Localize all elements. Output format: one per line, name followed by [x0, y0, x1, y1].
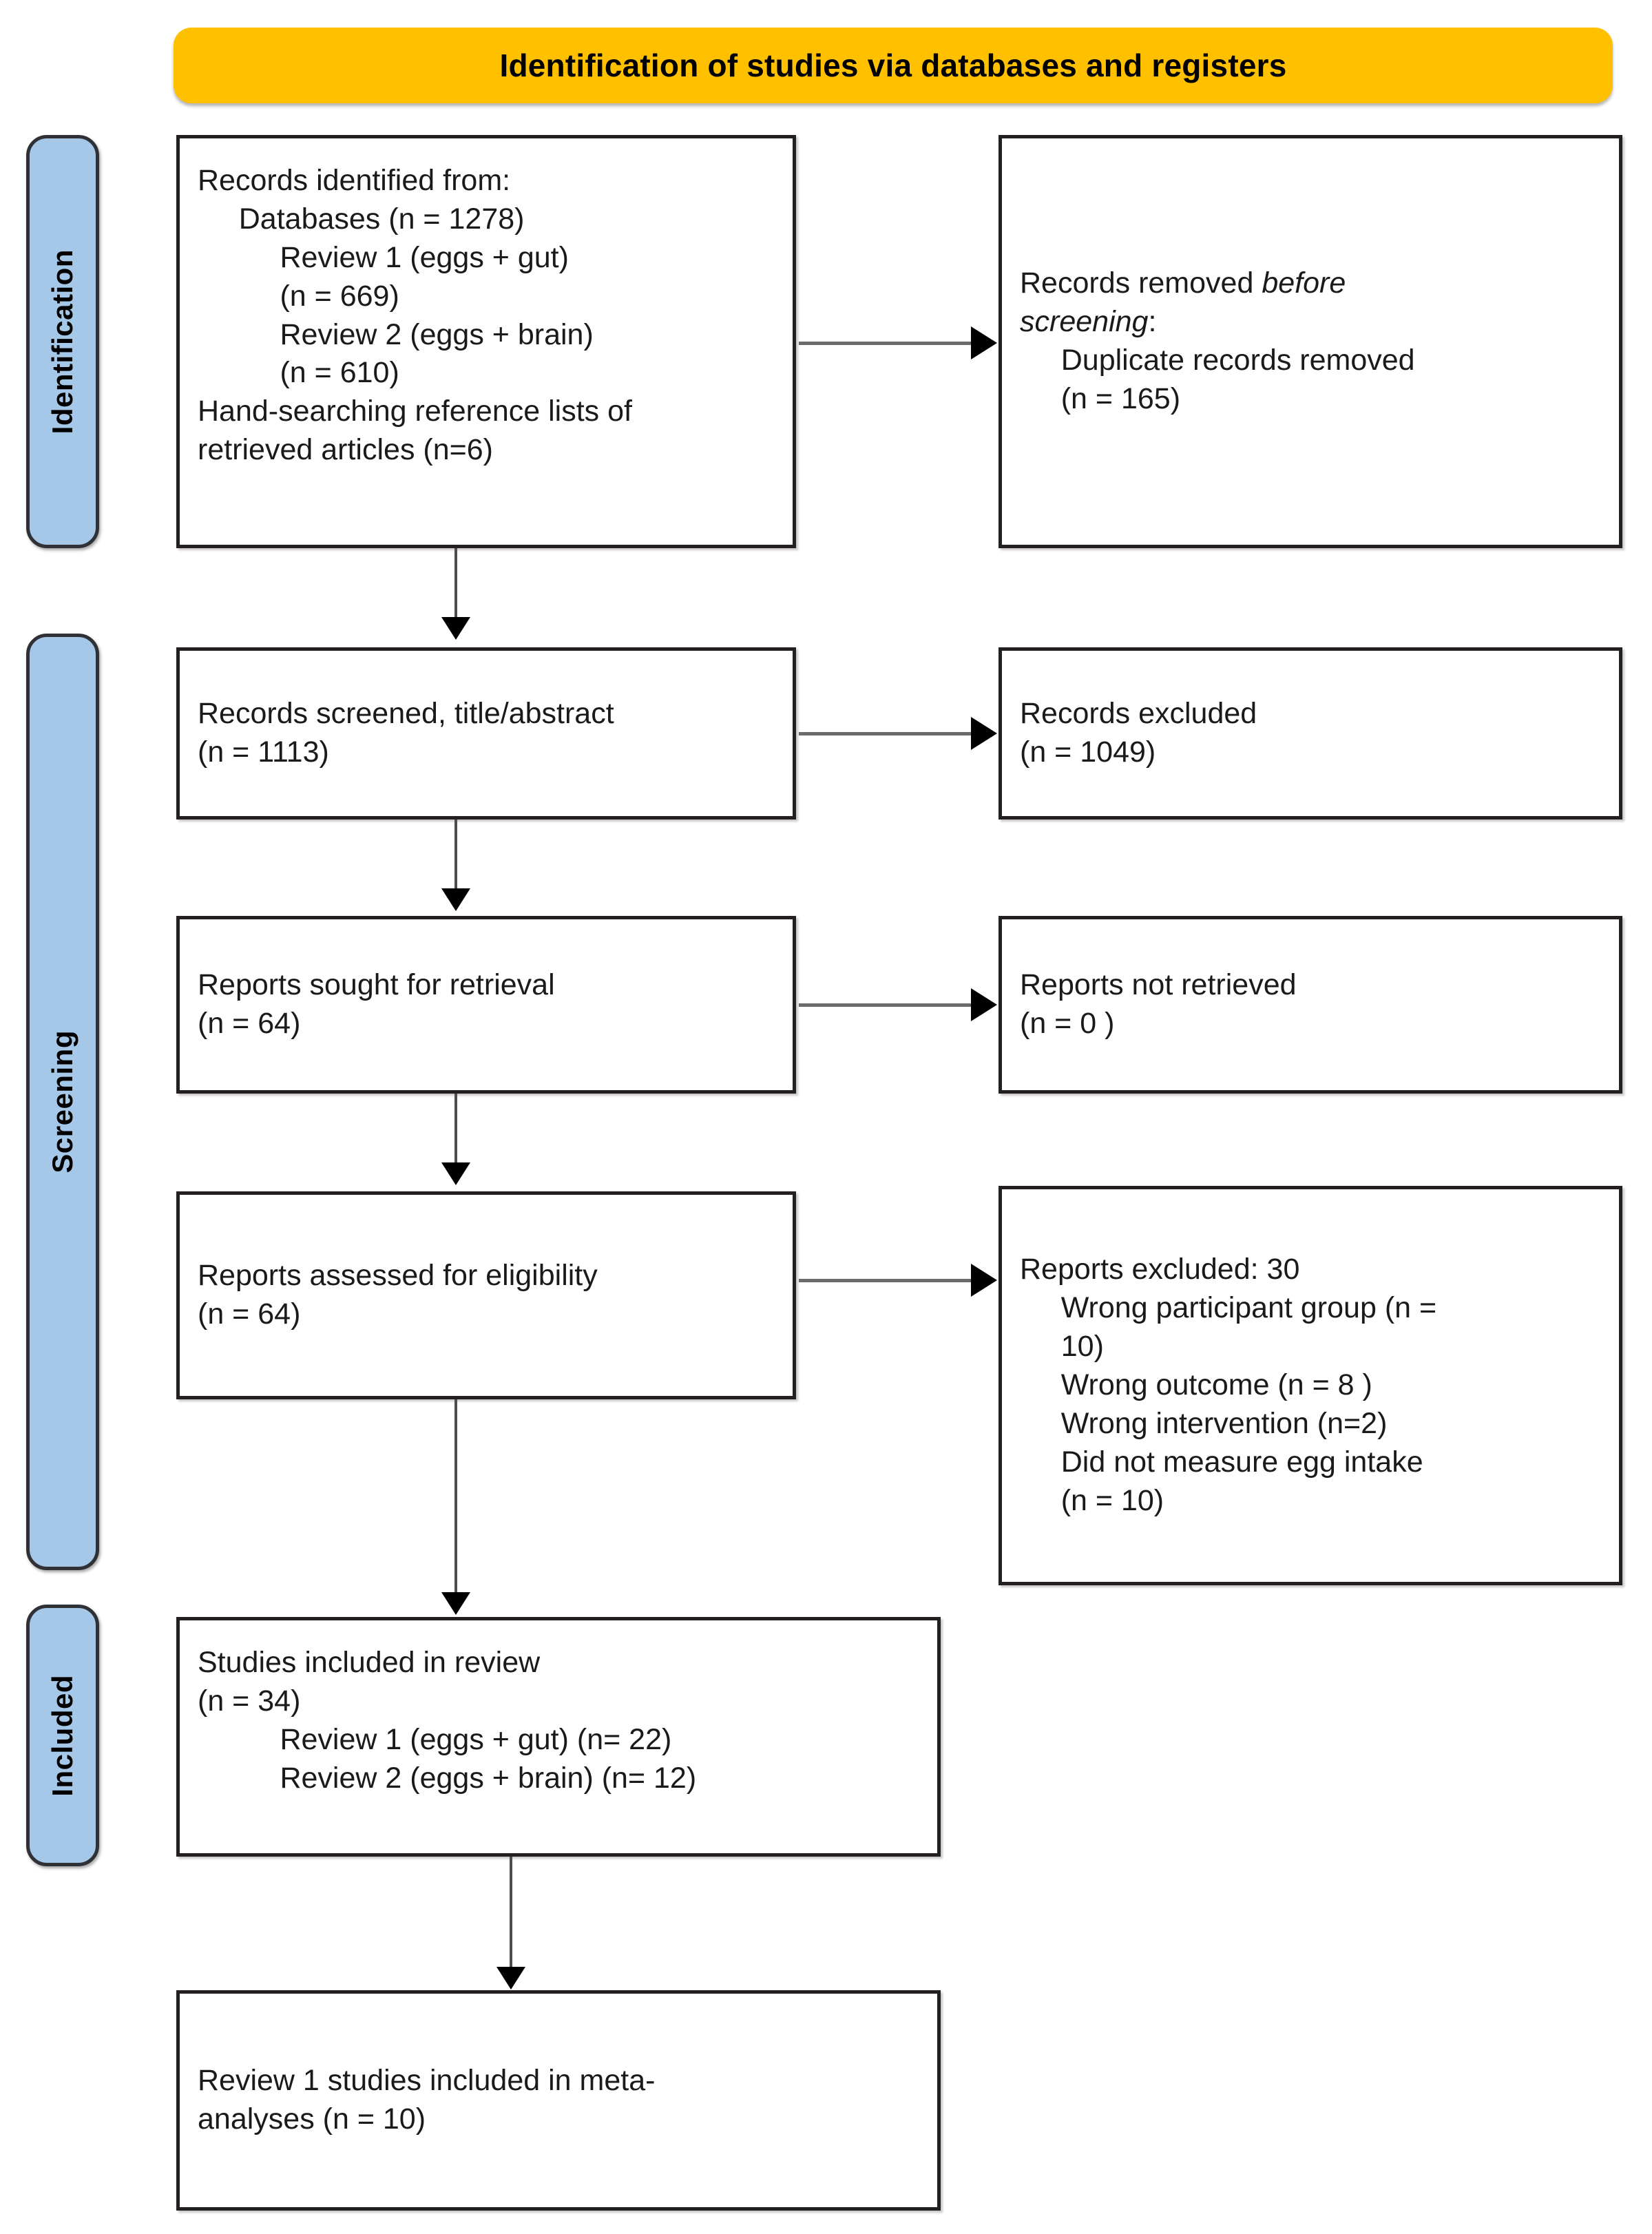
box-studies-included: Studies included in review (n = 34) Revi…: [176, 1617, 941, 1857]
stage-rail-identification-label: Identification: [46, 249, 79, 435]
box-reports-sought-text: Reports sought for retrieval (n = 64): [198, 968, 555, 1040]
stage-rail-included-label: Included: [46, 1674, 79, 1797]
box-records-identified-text: Records identified from: Databases (n = …: [198, 164, 632, 467]
box-meta-analyses: Review 1 studies included in meta- analy…: [176, 1990, 941, 2211]
connector-sought-to-not-retrieved: [799, 1003, 972, 1007]
stage-rail-screening: Screening: [26, 634, 99, 1570]
records-removed-before-italic: before: [1262, 267, 1346, 300]
box-records-screened-text: Records screened, title/abstract (n = 11…: [198, 697, 614, 769]
arrowhead-sought-to-assessed: [441, 1162, 470, 1185]
box-records-excluded-text: Records excluded (n = 1049): [1020, 697, 1257, 769]
connector-screened-to-excluded: [799, 732, 972, 735]
arrowhead-identified-to-screened: [441, 617, 470, 640]
records-removed-screening-italic: screening: [1020, 305, 1149, 339]
box-reports-sought: Reports sought for retrieval (n = 64): [176, 916, 796, 1094]
box-reports-assessed-text: Reports assessed for eligibility (n = 64…: [198, 1259, 598, 1330]
records-removed-pre: Records removed: [1020, 267, 1262, 300]
box-reports-not-retrieved: Reports not retrieved (n = 0 ): [998, 916, 1622, 1094]
phase-banner-identification: Identification of studies via databases …: [174, 28, 1613, 103]
stage-rail-screening-label: Screening: [46, 1030, 79, 1173]
arrowhead-screened-to-sought: [441, 888, 470, 911]
connector-included-to-meta: [510, 1857, 512, 1981]
connector-assessed-to-excluded: [799, 1279, 972, 1282]
phase-banner-title: Identification of studies via databases …: [499, 48, 1287, 83]
box-reports-assessed: Reports assessed for eligibility (n = 64…: [176, 1191, 796, 1399]
box-reports-not-retrieved-text: Reports not retrieved (n = 0 ): [1020, 968, 1297, 1040]
box-meta-analyses-text: Review 1 studies included in meta- analy…: [198, 2064, 656, 2136]
connector-sought-to-assessed: [454, 1094, 457, 1169]
connector-identified-to-screened: [454, 548, 457, 624]
arrowhead-assessed-to-included: [441, 1592, 470, 1615]
box-records-removed-text: Records removed before screening: Duplica…: [1002, 264, 1619, 419]
stage-rail-included: Included: [26, 1605, 99, 1866]
box-reports-excluded: Reports excluded: 30 Wrong participant g…: [998, 1186, 1622, 1585]
records-removed-rest: Duplicate records removed (n = 165): [1060, 344, 1415, 415]
arrowhead-assessed-to-excluded: [971, 1264, 997, 1297]
stage-rail-identification: Identification: [26, 135, 99, 548]
records-removed-colon: :: [1148, 305, 1157, 339]
box-reports-excluded-text: Reports excluded: 30 Wrong participant g…: [1020, 1253, 1437, 1517]
box-studies-included-text: Studies included in review (n = 34) Revi…: [198, 1646, 697, 1795]
arrowhead-identified-to-removed: [971, 326, 997, 359]
box-records-removed-before-screening: Records removed before screening: Duplica…: [998, 135, 1622, 548]
connector-identified-to-removed: [799, 342, 972, 345]
connector-screened-to-sought: [454, 820, 457, 895]
arrowhead-screened-to-excluded: [971, 717, 997, 750]
arrowhead-included-to-meta: [496, 1967, 525, 1990]
box-records-excluded: Records excluded (n = 1049): [998, 647, 1622, 820]
arrowhead-sought-to-not-retrieved: [971, 988, 997, 1021]
box-records-screened: Records screened, title/abstract (n = 11…: [176, 647, 796, 820]
box-records-identified: Records identified from: Databases (n = …: [176, 135, 796, 548]
connector-assessed-to-included: [454, 1399, 457, 1600]
